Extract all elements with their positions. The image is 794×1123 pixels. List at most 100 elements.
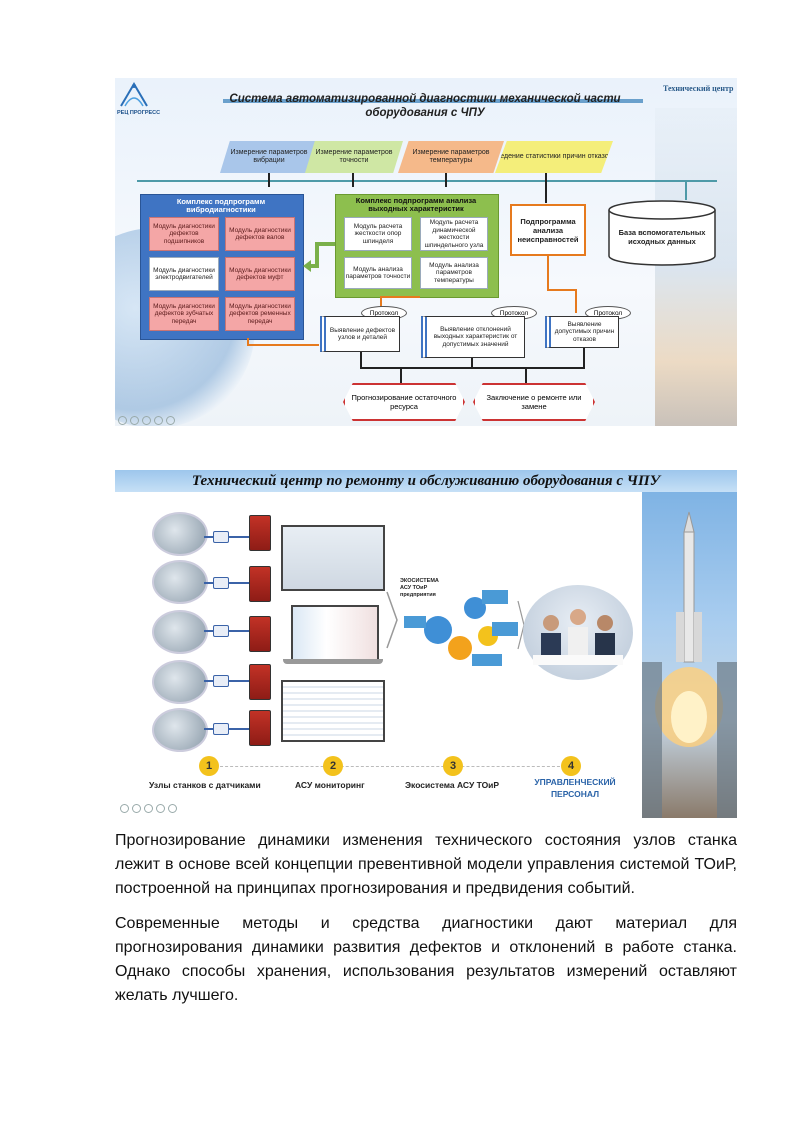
paragraph-forecasting: Прогнозирование динамики изменения техни…: [115, 832, 737, 897]
connector: [471, 358, 473, 368]
machine-node-image: [152, 610, 208, 654]
module-belts: Модуль диагностики дефектов ременных пер…: [225, 297, 295, 331]
connector: [545, 173, 547, 203]
monitoring-laptop: [291, 605, 379, 661]
machine-node-image: [152, 512, 208, 556]
monitoring-device: [249, 664, 271, 700]
protocol-deviations: Выявление отклонений выходных характерис…: [421, 316, 525, 358]
connector: [352, 173, 354, 187]
step-label-4: УПРАВЛЕНЧЕСКИЙ ПЕРСОНАЛ: [534, 777, 616, 799]
slide-grid-icon[interactable]: [144, 804, 153, 813]
step-badge-4: 4: [561, 756, 581, 776]
vibro-complex-title: Комплекс подпрограмм вибродиагностики: [176, 197, 266, 214]
step-label-3: Экосистема АСУ ТОиР: [405, 780, 500, 790]
monitoring-device: [249, 515, 271, 551]
database-label: База вспомогательных исходных данных: [618, 228, 706, 246]
module-shafts: Модуль диагностики дефектов валов: [225, 217, 295, 251]
connector: [360, 367, 585, 369]
connector: [247, 338, 249, 346]
slide-pen-icon[interactable]: [130, 416, 139, 425]
machine-node-image: [152, 660, 208, 704]
laptop-base: [283, 659, 383, 664]
management-team-photo: [523, 585, 633, 680]
connector: [547, 256, 549, 290]
rocket-background: [655, 108, 737, 426]
slide-title: Технический центр по ремонту и обслужива…: [115, 470, 737, 492]
connector: [547, 289, 577, 291]
database: База вспомогательных исходных данных: [607, 200, 717, 266]
slide-zoom-icon[interactable]: [154, 416, 163, 425]
step-label-1: Узлы станков с датчиками: [149, 780, 261, 790]
monitoring-device: [249, 566, 271, 602]
fault-analysis-program: Подпрограмма анализа неисправностей: [510, 204, 586, 256]
step-badge-3: 3: [443, 756, 463, 776]
input-temperature: Измерение параметров температуры: [398, 141, 504, 173]
module-motors: Модуль диагностики электродвигателей: [149, 257, 219, 291]
connector: [400, 367, 402, 383]
slide-zoom-icon[interactable]: [156, 804, 165, 813]
connector-icon: [213, 723, 229, 735]
step-badge-1: 1: [199, 756, 219, 776]
connector: [445, 173, 447, 187]
connector: [268, 173, 270, 187]
monitoring-device: [249, 616, 271, 652]
ecosystem-diagram: ЭКОСИСТЕМА АСУ ТОиР предприятия: [400, 578, 520, 673]
paragraph-methods: Современные методы и средства диагностик…: [115, 915, 737, 1004]
protocol-defects: Выявление дефектов узлов и деталей: [320, 316, 400, 352]
module-couplings: Модуль диагностики дефектов муфт: [225, 257, 295, 291]
arrow-green: [303, 242, 335, 272]
connector-icon: [213, 531, 229, 543]
slide-prev-icon[interactable]: [120, 804, 129, 813]
machine-node-image: [152, 560, 208, 604]
eco-label: ЭКОСИСТЕМА АСУ ТОиР предприятия: [400, 578, 439, 598]
monitoring-table-screen: [281, 680, 385, 742]
connector: [685, 180, 687, 200]
output-forecast: Прогнозирование остаточного ресурса: [343, 383, 465, 421]
input-vibration: Измерение параметров вибрации: [220, 141, 318, 173]
connector-icon: [213, 625, 229, 637]
slide-title: Система автоматизированной диагностики м…: [229, 93, 621, 119]
connector: [583, 348, 585, 368]
slide-grid-icon[interactable]: [142, 416, 151, 425]
corner-title: Технический центр: [663, 84, 734, 93]
connector: [575, 289, 577, 313]
step-label-2: АСУ мониторинг: [295, 780, 365, 790]
slide-pen-icon[interactable]: [132, 804, 141, 813]
connector-icon: [213, 675, 229, 687]
module-temperature: Модуль анализа параметров температуры: [420, 257, 488, 289]
machine-node-image: [152, 708, 208, 752]
module-bearings: Модуль диагностики дефектов подшипников: [149, 217, 219, 251]
connector: [360, 352, 362, 368]
vibro-complex: Комплекс подпрограмм вибродиагностики Мо…: [140, 194, 304, 340]
protocol-failures: Выявление допустимых причин отказов: [545, 316, 619, 348]
steps-line: [210, 766, 570, 767]
input-accuracy: Измерение параметров точности: [305, 141, 403, 173]
connector-icon: [213, 577, 229, 589]
chevron-right-icon: [386, 591, 398, 649]
connector: [380, 296, 382, 314]
module-gears: Модуль диагностики дефектов зубчатых пер…: [149, 297, 219, 331]
connector: [380, 296, 420, 298]
title-underline: [223, 99, 643, 103]
slide-prev-icon[interactable]: [118, 416, 127, 425]
logo-text: РЕЦ ПРОГРЕСС: [117, 110, 161, 116]
tech-center-slide: Технический центр по ремонту и обслужива…: [115, 470, 737, 818]
diagnostic-system-slide: РЕЦ ПРОГРЕСС Технический центр Система а…: [115, 78, 737, 426]
slide-next-icon[interactable]: [168, 804, 177, 813]
module-dynamic-stiffness: Модуль расчета динамической жесткости шп…: [420, 217, 488, 251]
rocket-photo: [642, 492, 737, 818]
connector: [247, 344, 319, 346]
step-badge-2: 2: [323, 756, 343, 776]
monitoring-device: [249, 710, 271, 746]
input-statistics: Ведение статистики причин отказов: [495, 141, 613, 173]
slide-next-icon[interactable]: [166, 416, 175, 425]
output-complex-title: Комплекс подпрограмм анализа выходных ха…: [355, 196, 477, 213]
output-conclusion: Заключение о ремонте или замене: [473, 383, 595, 421]
connector: [525, 367, 527, 383]
module-accuracy: Модуль анализа параметров точности: [344, 257, 412, 289]
output-complex: Комплекс подпрограмм анализа выходных ха…: [335, 194, 499, 298]
logo: РЕЦ ПРОГРЕСС: [117, 80, 160, 120]
monitoring-screen: [281, 525, 385, 591]
module-spindle-stiffness: Модуль расчета жесткости опор шпинделя: [344, 217, 412, 251]
connector: [137, 180, 717, 182]
